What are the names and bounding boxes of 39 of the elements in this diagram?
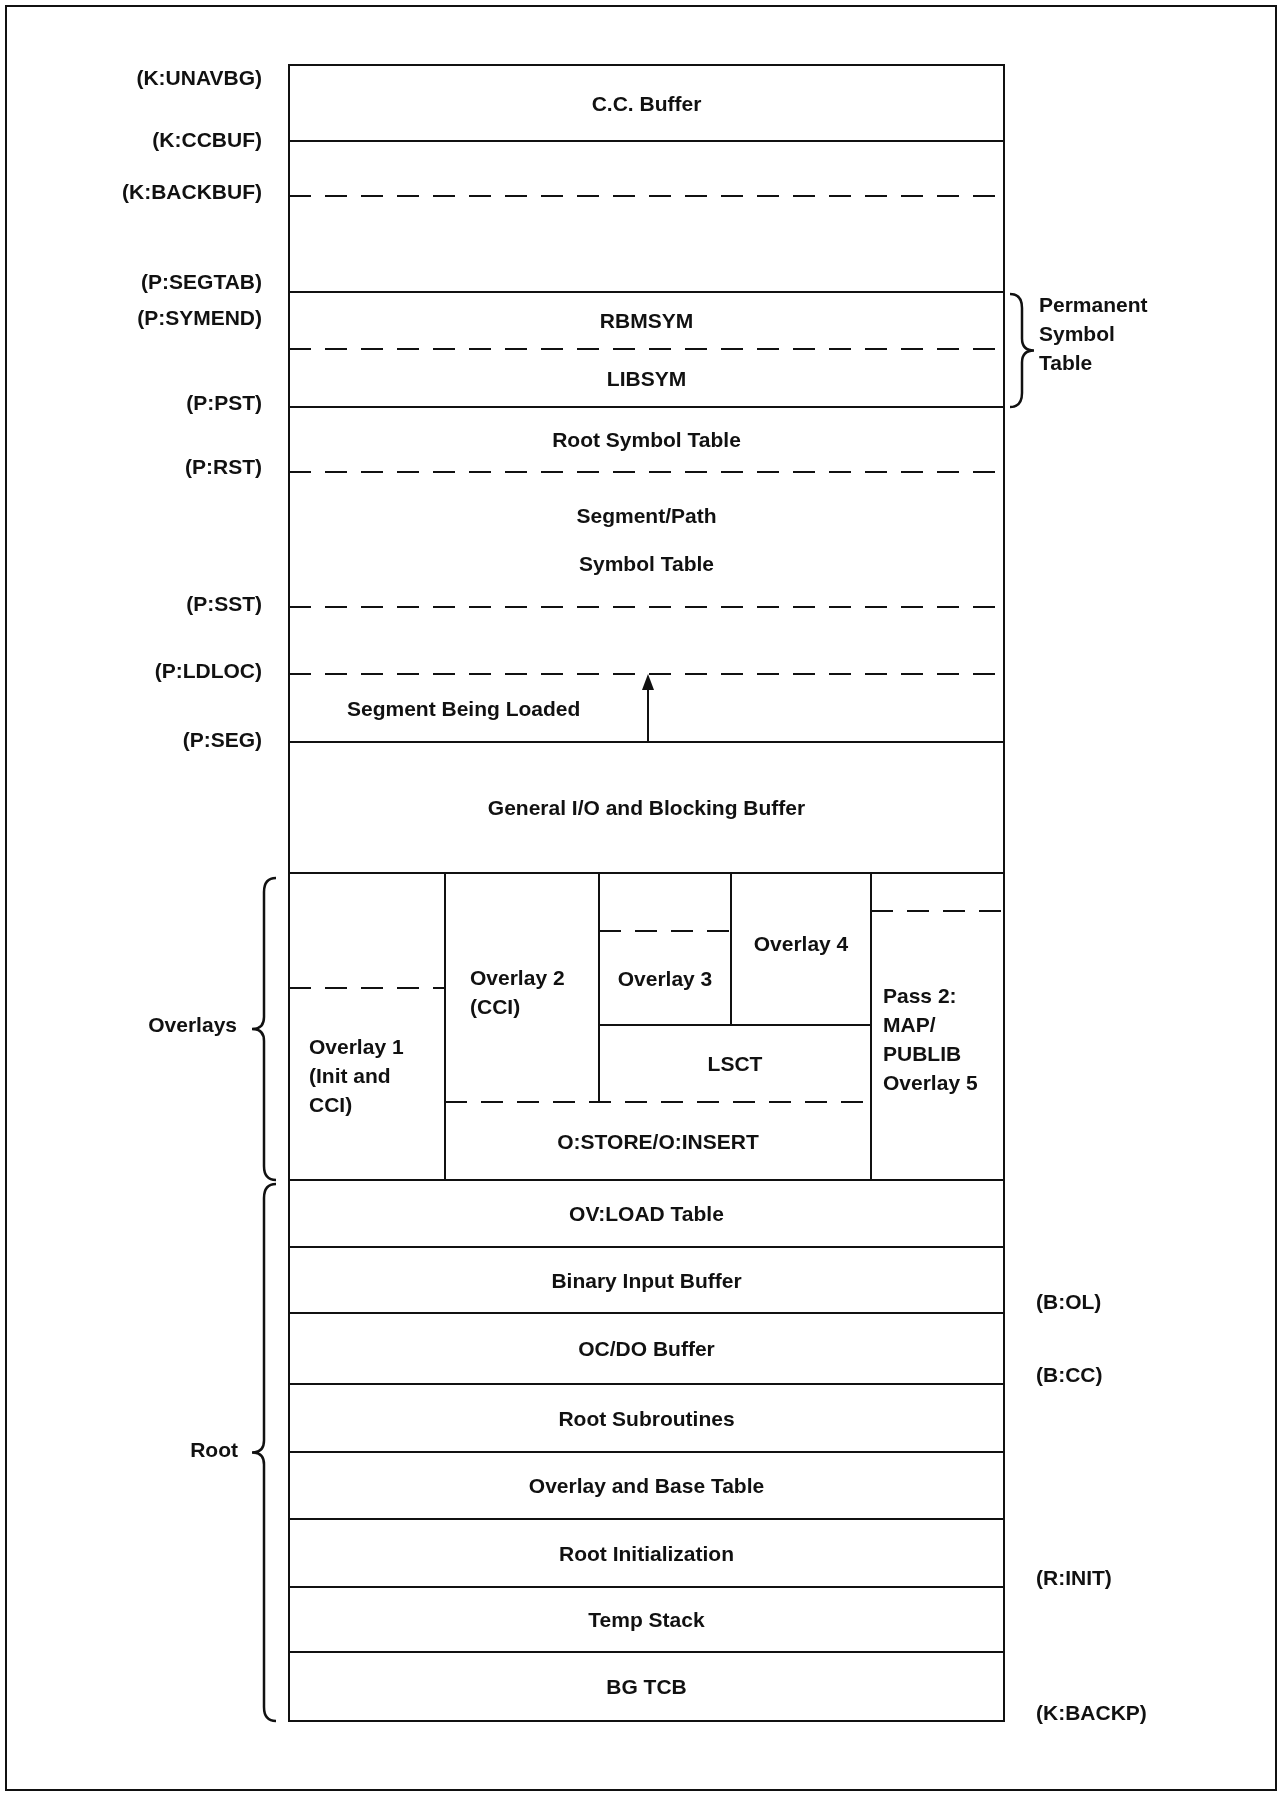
region-label: Overlay 2 (CCI) [470, 965, 566, 1020]
address-label: (K:BACKBUF) [122, 181, 262, 202]
region-label: Segment/Path Symbol Table [575, 502, 718, 577]
region-label: Overlay 1 (Init and CCI) [309, 1034, 405, 1118]
address-label: (P:PST) [186, 392, 262, 413]
address-label: (B:CC) [1036, 1364, 1103, 1385]
region-label: Root Initialization [559, 1540, 734, 1567]
region-label: BG TCB [606, 1674, 687, 1700]
region-label: Root Symbol Table [552, 427, 741, 453]
region-label: O:STORE/O:INSERT [557, 1128, 759, 1155]
address-label: (K:UNAVBG) [136, 67, 262, 88]
region-label: Overlay 3 [617, 965, 713, 992]
address-label: (P:SYMEND) [137, 307, 262, 328]
address-label: (P:RST) [185, 456, 262, 477]
region-label: Overlay and Base Table [528, 1473, 765, 1499]
address-label: (P:SEG) [182, 729, 262, 750]
address-label: (P:SEGTAB) [141, 271, 262, 292]
address-label: (P:LDLOC) [154, 660, 262, 681]
region-label: Temp Stack [588, 1607, 705, 1633]
region-label: Root Subroutines [558, 1405, 735, 1432]
region-label: General I/O and Blocking Buffer [487, 795, 806, 821]
address-label: (P:SST) [186, 593, 262, 614]
region-label: Segment Being Loaded [347, 695, 581, 722]
section-label: Overlays [148, 1014, 237, 1035]
address-label: (K:BACKP) [1036, 1702, 1147, 1723]
region-label: C.C. Buffer [591, 90, 702, 117]
region-label: RBMSYM [599, 308, 694, 334]
region-label: Binary Input Buffer [551, 1267, 742, 1294]
region-label: LIBSYM [606, 365, 687, 392]
address-label: (B:OL) [1036, 1291, 1102, 1312]
section-label: Root [190, 1439, 238, 1460]
region-label: OV:LOAD Table [569, 1201, 724, 1227]
region-label: OC/DO Buffer [578, 1336, 715, 1362]
region-label: Overlay 4 [753, 931, 849, 957]
region-label: LSCT [707, 1051, 763, 1077]
region-label: Pass 2: MAP/ PUBLIB Overlay 5 [883, 983, 979, 1096]
annotation-text: Permanent Symbol Table [1039, 292, 1149, 376]
address-label: (K:CCBUF) [152, 129, 262, 150]
address-label: (R:INIT) [1036, 1567, 1112, 1588]
